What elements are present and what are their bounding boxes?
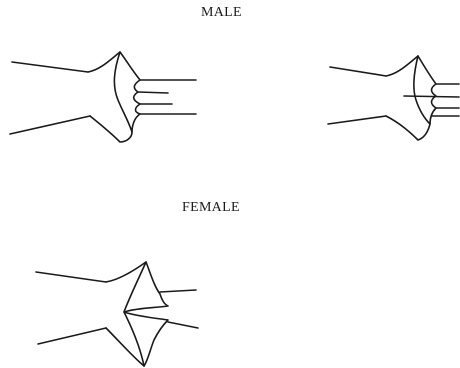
male-right-upper-line	[330, 67, 386, 76]
male-left-upper-line	[12, 62, 88, 72]
male-figure-right	[328, 56, 459, 140]
male-right-body-outline	[386, 56, 436, 140]
male-left-body-outline	[88, 52, 140, 142]
female-upper-line	[36, 272, 106, 282]
male-left-lower-line	[10, 116, 90, 134]
female-body-outline	[106, 262, 168, 366]
female-figure	[36, 262, 198, 366]
male-figure-left	[10, 52, 196, 142]
male-left-spine-2	[138, 92, 168, 93]
female-spine-lower	[168, 322, 198, 328]
female-lower-line	[38, 328, 106, 344]
female-spine-upper	[160, 290, 196, 292]
male-right-spine-2	[404, 96, 459, 97]
male-right-inner-fold	[414, 56, 430, 124]
male-right-lower-line	[328, 116, 386, 124]
